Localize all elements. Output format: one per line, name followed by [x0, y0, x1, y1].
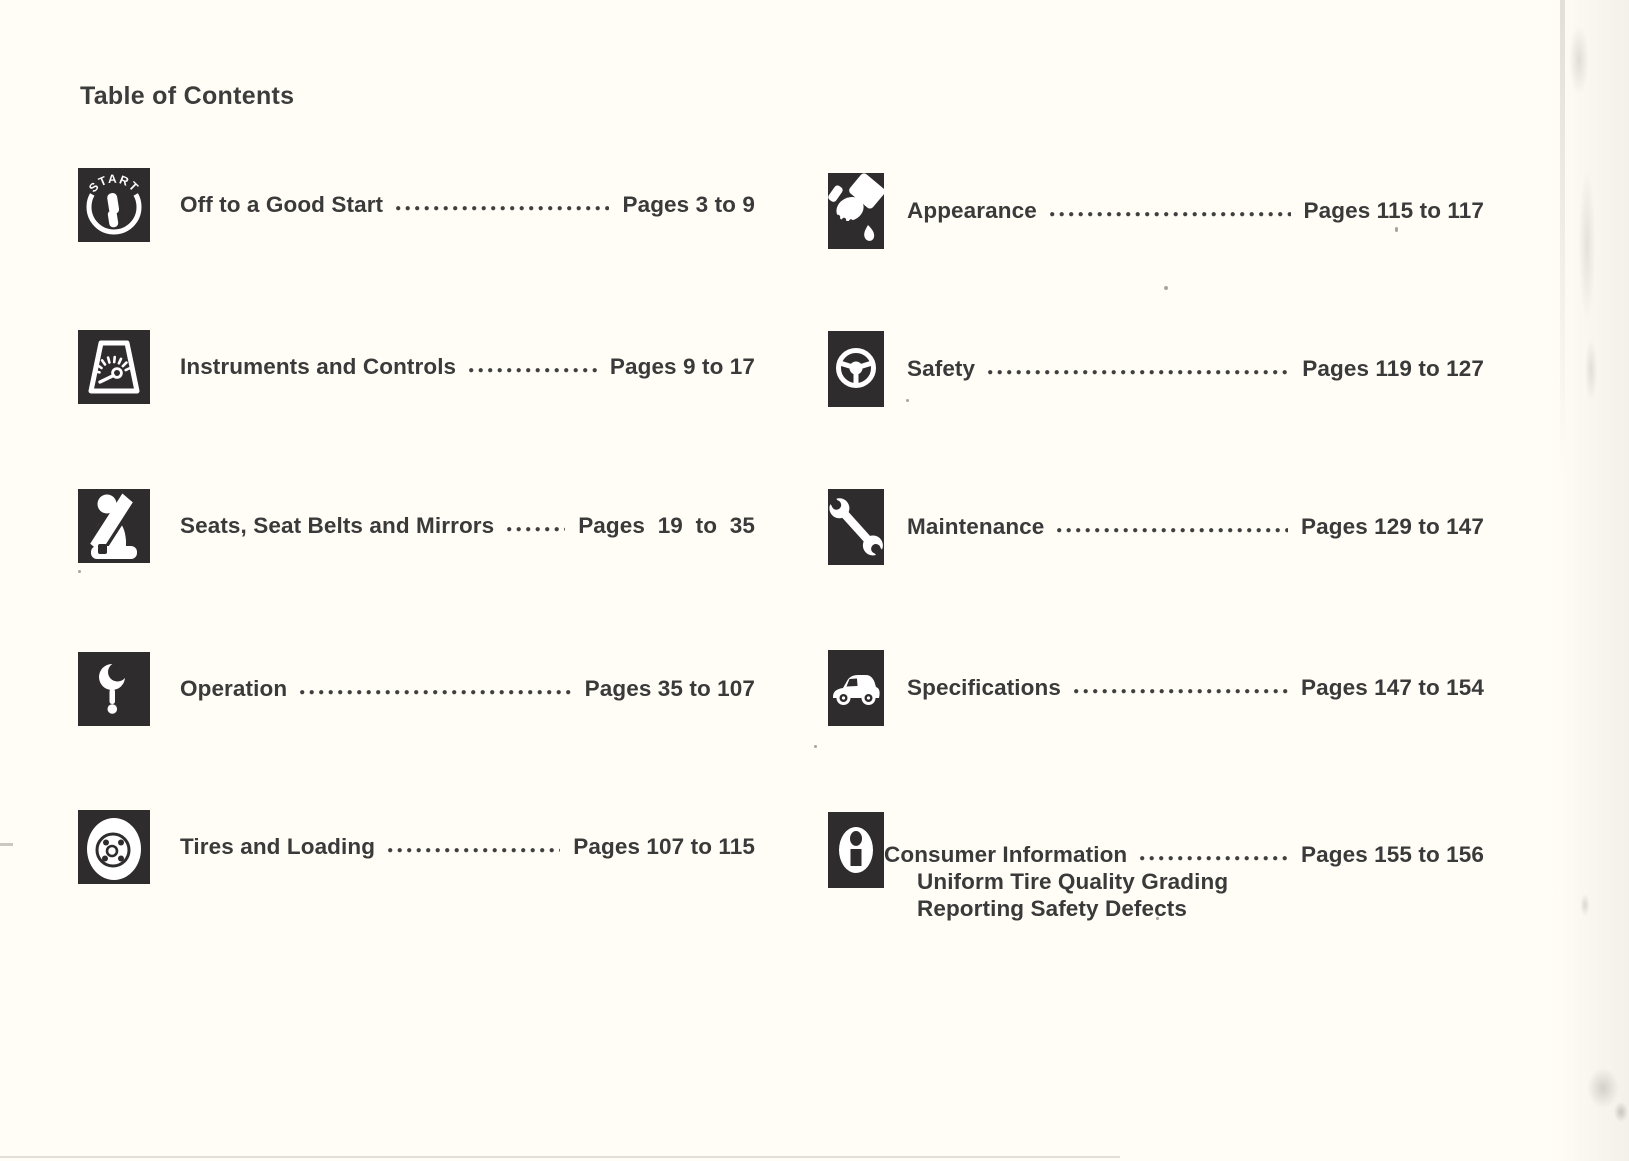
entry-subline: Reporting Safety Defects [917, 896, 1187, 921]
entry-pages: Pages 115 to 117 [1303, 198, 1484, 223]
polishing-hand-icon [828, 173, 885, 249]
entry-pages: Pages 9 to 17 [609, 354, 755, 379]
instrument-cluster-icon [78, 330, 150, 404]
gear-shift-icon [78, 652, 150, 726]
scan-edge-smudge [1551, 0, 1629, 1161]
dot-leader [1073, 689, 1289, 695]
page-title: Table of Contents [80, 82, 295, 110]
car-icon [828, 650, 884, 726]
entry-pages: Pages 3 to 9 [622, 192, 755, 217]
entry-label: Consumer Information [884, 842, 1128, 867]
toc-entry-off-to-a-good-start: START Off to a Good Start Pages 3 to 9 [78, 166, 755, 244]
entry-pages: Pages 119 to 127 [1302, 356, 1484, 381]
steering-wheel-icon [828, 331, 884, 407]
toc-entry-specifications: Specifications Pages 147 to 154 [828, 649, 1484, 727]
scan-speck [78, 570, 81, 573]
dot-leader [300, 690, 572, 696]
scan-crease [1560, 0, 1565, 470]
toc-entry-maintenance: Maintenance Pages 129 to 147 [825, 488, 1484, 566]
entry-label: Off to a Good Start [180, 192, 384, 217]
dot-leader [1049, 212, 1291, 218]
dot-leader [388, 848, 561, 854]
svg-text:START: START [86, 172, 142, 195]
entry-pages: Pages 155 to 156 [1301, 842, 1484, 867]
scan-speck [814, 745, 817, 748]
entry-label: Instruments and Controls [180, 354, 457, 379]
entry-label: Specifications [907, 675, 1061, 700]
toc-entry-seats-seat-belts-and-mirrors: Seats, Seat Belts and Mirrors Pages 19 t… [78, 487, 755, 565]
toc-entry-safety: Safety Pages 119 to 127 [828, 330, 1484, 408]
entry-label: Seats, Seat Belts and Mirrors [180, 513, 495, 538]
dot-leader [507, 527, 566, 533]
toc-entry-operation: Operation Pages 35 to 107 [78, 650, 755, 728]
wrench-icon [825, 489, 887, 565]
dot-leader [1140, 856, 1289, 862]
entry-pages: Pages 107 to 115 [573, 834, 755, 859]
scan-speck [1164, 286, 1168, 290]
entry-pages: Pages 129 to 147 [1301, 514, 1484, 539]
entry-pages: Pages 19 to 35 [578, 513, 755, 538]
toc-entry-appearance: Appearance Pages 115 to 117 [828, 172, 1484, 250]
toc-entry-instruments-and-controls: Instruments and Controls Pages 9 to 17 [78, 328, 755, 406]
info-icon [828, 812, 884, 888]
dot-leader [396, 206, 610, 212]
scan-bottom-line [0, 1156, 1120, 1158]
toc-entry-tires-and-loading: Tires and Loading Pages 107 to 115 [78, 808, 755, 886]
ignition-start-icon: START [78, 168, 150, 242]
dot-leader [988, 370, 1290, 376]
seat-belt-icon [78, 488, 150, 563]
entry-label: Maintenance [907, 514, 1045, 539]
entry-label: Tires and Loading [180, 834, 376, 859]
scan-edge-dash [0, 843, 13, 846]
tire-icon [78, 810, 150, 884]
dot-leader [469, 368, 597, 374]
entry-label: Appearance [907, 198, 1037, 223]
entry-label: Safety [907, 356, 976, 381]
entry-pages: Pages 147 to 154 [1301, 675, 1484, 700]
dot-leader [1057, 528, 1289, 534]
entry-pages: Pages 35 to 107 [584, 676, 755, 701]
entry-subline: Uniform Tire Quality Grading [917, 869, 1229, 894]
toc-entry-consumer-information: Consumer Information Pages 155 to 156 Un… [828, 808, 1484, 922]
entry-label: Operation [180, 676, 288, 701]
